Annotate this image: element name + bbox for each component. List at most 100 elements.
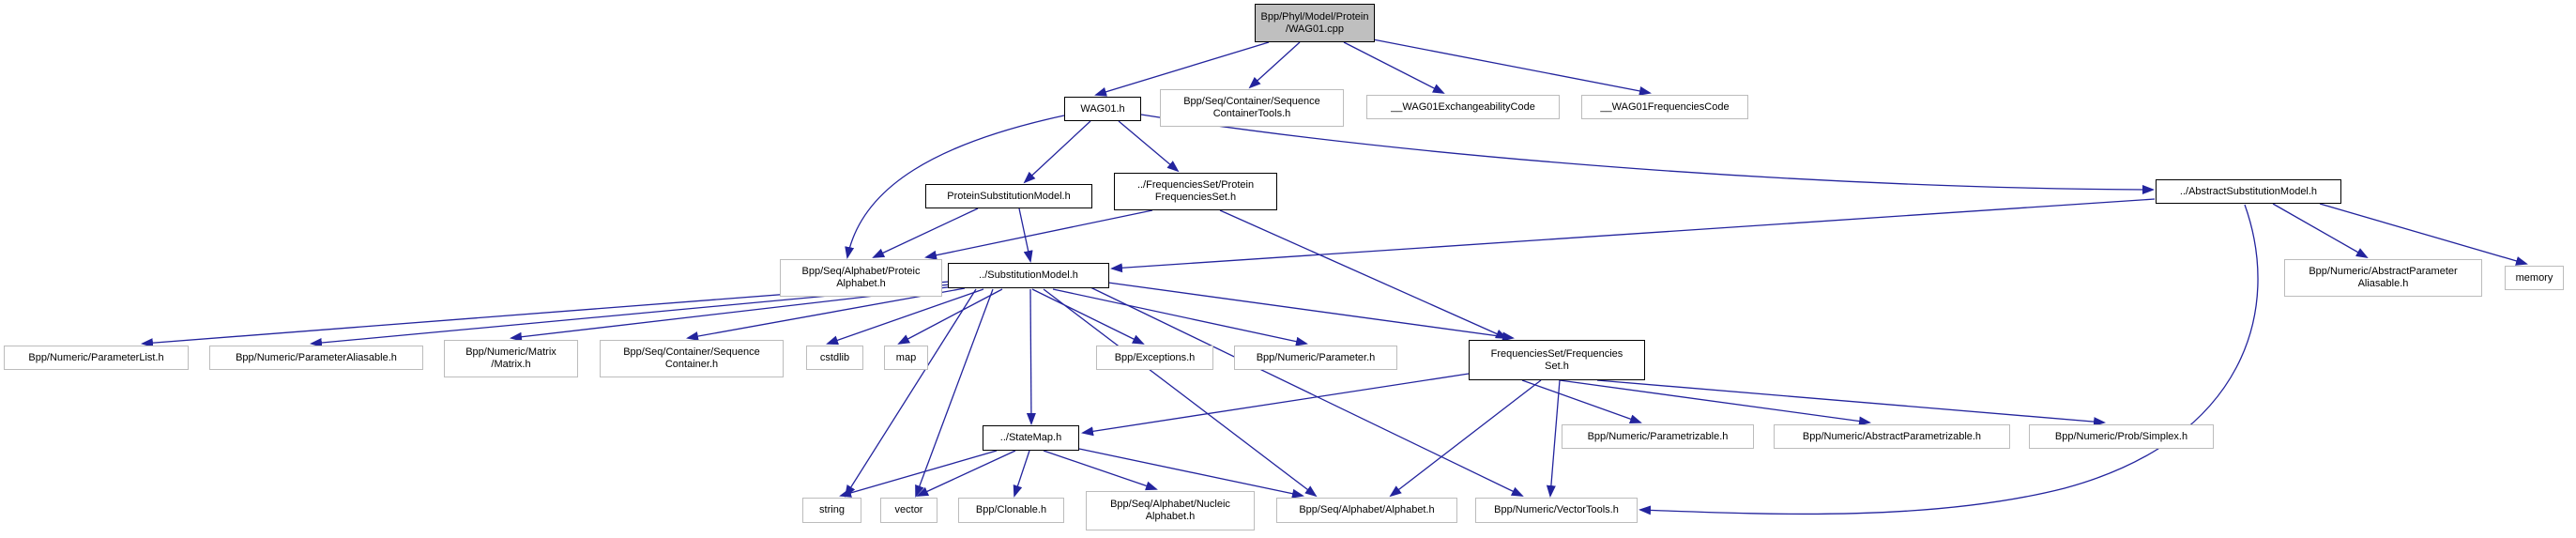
edge-pfs-to-palpha [924,209,1153,260]
node-smap[interactable]: ../StateMap.h [983,425,1079,451]
edge-sm-to-map [897,288,1003,345]
edge-fs-to-vtools [1546,379,1561,498]
node-label: string [819,504,845,515]
edge-wag01cpp-to-freqcode [1372,38,1652,96]
node-exchcode[interactable]: __WAG01ExchangeabilityCode [1366,95,1560,119]
node-memory[interactable]: memory [2505,266,2564,290]
node-clonable[interactable]: Bpp/Clonable.h [958,498,1064,523]
edge-wag01cpp-to-seqcontainertools [1248,41,1301,89]
node-label: Alphabet.h [836,278,886,289]
edge-smap-to-alpha [1078,448,1304,499]
node-exc[interactable]: Bpp/Exceptions.h [1096,346,1213,370]
edge-sm-to-cstdlib [826,288,984,346]
node-simplex[interactable]: Bpp/Numeric/Prob/Simplex.h [2029,424,2214,449]
node-ptrz[interactable]: Bpp/Numeric/Parametrizable.h [1562,424,1754,449]
edge-pfs-to-fs [1219,209,1508,339]
node-label: Aliasable.h [2357,278,2409,289]
node-label: Bpp/Seq/Alphabet/Alphabet.h [1299,504,1435,515]
node-label: ContainerTools.h [1212,108,1291,119]
edge-smap-to-vector [916,450,1016,497]
node-wag01cpp[interactable]: Bpp/Phyl/Model/Protein/WAG01.cpp [1255,4,1375,42]
node-label: cstdlib [819,351,850,363]
node-vector[interactable]: vector [880,498,937,523]
edge-sm-to-vector [915,288,994,498]
node-label: Container.h [664,359,719,370]
node-label: __WAG01ExchangeabilityCode [1391,100,1535,113]
edge-sm-to-fs [1107,282,1515,342]
edge-sm-to-alpha [1043,288,1318,498]
node-label: vector [894,504,923,515]
edge-smap-to-clonable [1013,450,1030,498]
node-label: /Matrix.h [491,359,531,370]
edge-smap-to-nalpha [1043,450,1158,491]
edge-wag01cpp-to-wag01h [1094,41,1270,97]
edge-sm-to-vtools [1090,286,1524,497]
node-palias[interactable]: Bpp/Numeric/ParameterAliasable.h [209,346,423,370]
node-label: WAG01.h [1080,102,1125,115]
node-label: Bpp/Numeric/ParameterAliasable.h [236,351,397,363]
node-sm[interactable]: ../SubstitutionModel.h [948,263,1109,288]
node-label: Bpp/Numeric/Prob/Simplex.h [2054,430,2188,442]
node-matrix[interactable]: Bpp/Numeric/Matrix/Matrix.h [444,340,578,377]
node-label: ../StateMap.h [999,432,1062,443]
node-alpha[interactable]: Bpp/Seq/Alphabet/Alphabet.h [1276,498,1457,523]
node-label: Bpp/Numeric/Parametrizable.h [1587,430,1729,442]
node-map[interactable]: map [884,346,928,370]
edge-psm-to-sm [1018,208,1033,263]
node-wag01h[interactable]: WAG01.h [1064,97,1141,121]
node-label: Bpp/Seq/Container/Sequence [623,346,760,358]
edge-wag01cpp-to-exchcode [1343,41,1445,94]
edge-fs-to-simplex [1596,379,2106,427]
edge-sm-to-exc [1031,288,1145,345]
edge-smap-to-string [839,450,998,498]
node-label: Set.h [1545,360,1569,372]
edge-sm-to-smap [1026,288,1036,425]
node-label: /WAG01.cpp [1286,23,1344,35]
node-label: memory [2515,271,2553,284]
node-vtools[interactable]: Bpp/Numeric/VectorTools.h [1475,498,1638,523]
edge-asm-to-apa [2272,203,2369,258]
node-label: Bpp/Numeric/VectorTools.h [1494,504,1619,515]
node-label: Bpp/Phyl/Model/Protein [1260,10,1369,23]
node-label: Bpp/Numeric/AbstractParameter [2309,266,2458,277]
node-label: Bpp/Numeric/Matrix [465,346,556,358]
node-label: Bpp/Seq/Alphabet/Nucleic [1110,499,1230,510]
edge-asm-to-memory [2319,203,2528,266]
node-label: ProteinSubstitutionModel.h [947,190,1071,202]
node-label: Bpp/Seq/Container/Sequence [1183,96,1320,107]
node-plist[interactable]: Bpp/Numeric/ParameterList.h [4,346,189,370]
node-label: map [895,351,917,363]
node-label: Bpp/Seq/Alphabet/Proteic [801,266,921,277]
node-label: Alphabet.h [1145,511,1196,522]
node-freqcode[interactable]: __WAG01FrequenciesCode [1581,95,1748,119]
edge-fs-to-smap [1081,373,1470,437]
node-asm[interactable]: ../AbstractSubstitutionModel.h [2156,179,2341,204]
node-label: ../FrequenciesSet/Protein [1136,179,1255,191]
node-label: __WAG01FrequenciesCode [1600,100,1730,113]
node-string[interactable]: string [802,498,861,523]
edge-sm-to-string [844,288,977,498]
node-label: Bpp/Clonable.h [975,504,1047,515]
node-label: FrequenciesSet.h [1154,192,1237,203]
node-label: Bpp/Numeric/ParameterList.h [28,351,164,363]
node-param[interactable]: Bpp/Numeric/Parameter.h [1234,346,1397,370]
edge-psm-to-palpha [872,208,979,258]
node-aptrz[interactable]: Bpp/Numeric/AbstractParametrizable.h [1774,424,2010,449]
node-label: Bpp/Exceptions.h [1114,351,1196,363]
node-label: Bpp/Numeric/AbstractParametrizable.h [1802,430,1982,442]
edge-wag01h-to-psm [1023,120,1091,184]
node-psm[interactable]: ProteinSubstitutionModel.h [925,184,1092,208]
node-label: ../SubstitutionModel.h [979,269,1078,281]
node-cstdlib[interactable]: cstdlib [806,346,863,370]
edge-asm-to-vtools [1639,204,2259,515]
node-label: ../AbstractSubstitutionModel.h [2179,185,2318,197]
